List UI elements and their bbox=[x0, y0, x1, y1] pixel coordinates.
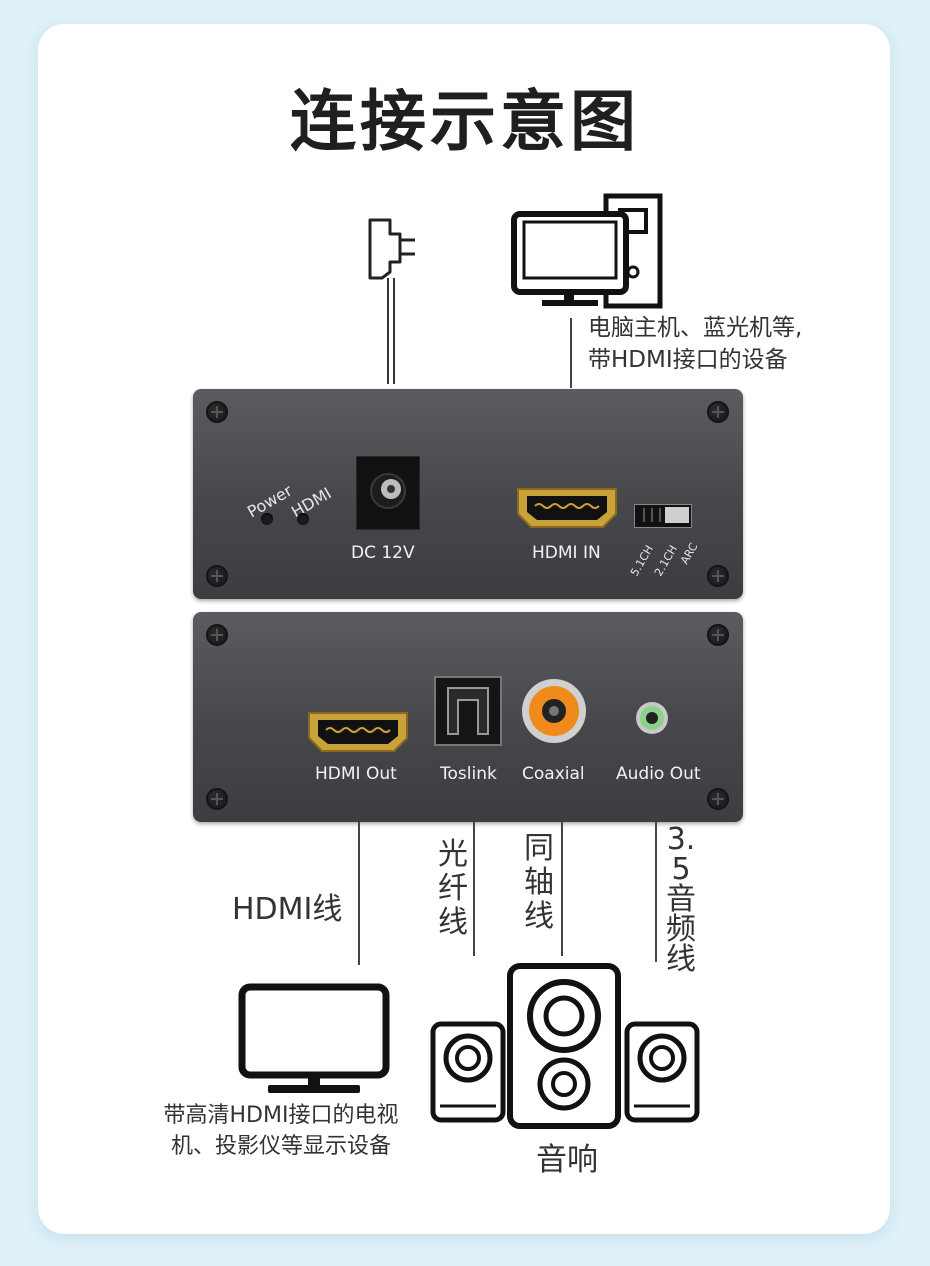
coaxial-cable-line bbox=[561, 822, 563, 956]
screw-icon bbox=[707, 624, 729, 646]
screw-icon bbox=[707, 788, 729, 810]
source-device-label-line2: 带HDMI接口的设备 bbox=[588, 347, 788, 373]
dc-label: DC 12V bbox=[351, 543, 415, 563]
display-device-label-line2: 机、投影仪等显示设备 bbox=[170, 1134, 391, 1159]
hdmi-cable-line bbox=[358, 822, 360, 965]
audio-jack-icon bbox=[636, 702, 668, 734]
screw-icon bbox=[206, 401, 228, 423]
power-led bbox=[261, 513, 273, 525]
diagram-title: 连接示意图 bbox=[290, 82, 640, 160]
hdmi-led bbox=[297, 513, 309, 525]
screw-icon bbox=[206, 565, 228, 587]
source-device-label-line1: 电脑主机、蓝光机等, bbox=[588, 315, 803, 341]
screw-icon bbox=[206, 624, 228, 646]
screw-icon bbox=[206, 788, 228, 810]
screw-icon bbox=[707, 565, 729, 587]
optical-cable-line bbox=[473, 822, 475, 956]
input-panel bbox=[193, 389, 743, 599]
display-device-label: 带高清HDMI接口的电视 机、投影仪等显示设备 bbox=[148, 1100, 414, 1162]
audio-out-label: Audio Out bbox=[616, 764, 701, 784]
toslink-port-icon bbox=[434, 676, 502, 746]
coaxial-label: Coaxial bbox=[522, 764, 585, 784]
desktop-computer-icon bbox=[511, 193, 663, 309]
channel-switch[interactable] bbox=[634, 504, 692, 528]
source-device-label: 电脑主机、蓝光机等, 带HDMI接口的设备 bbox=[588, 312, 802, 376]
hdmi-in-label: HDMI IN bbox=[532, 543, 601, 563]
dc-jack bbox=[356, 456, 420, 530]
optical-cable-label: 光纤线 bbox=[438, 837, 468, 940]
monitor-icon bbox=[238, 983, 390, 1093]
hdmi-in-cable-line bbox=[570, 318, 572, 388]
audio35-cable-line bbox=[655, 822, 657, 962]
hdmi-cable-label: HDMI线 bbox=[232, 892, 343, 927]
speaker-label: 音响 bbox=[536, 1142, 598, 1178]
coaxial-port-icon bbox=[522, 679, 586, 743]
speaker-system-icon bbox=[430, 963, 700, 1129]
display-device-label-line1: 带高清HDMI接口的电视 bbox=[163, 1103, 399, 1128]
screw-icon bbox=[707, 401, 729, 423]
hdmi-out-label: HDMI Out bbox=[315, 764, 397, 784]
hdmi-out-port-icon bbox=[308, 712, 408, 752]
power-adapter-plug-icon bbox=[368, 218, 415, 384]
toslink-label: Toslink bbox=[440, 764, 497, 784]
coaxial-cable-label: 同轴线 bbox=[524, 831, 554, 934]
hdmi-in-port-icon bbox=[517, 488, 617, 528]
audio35-cable-label: 3.5音频线 bbox=[666, 822, 696, 977]
dc-jack-icon bbox=[370, 473, 406, 509]
